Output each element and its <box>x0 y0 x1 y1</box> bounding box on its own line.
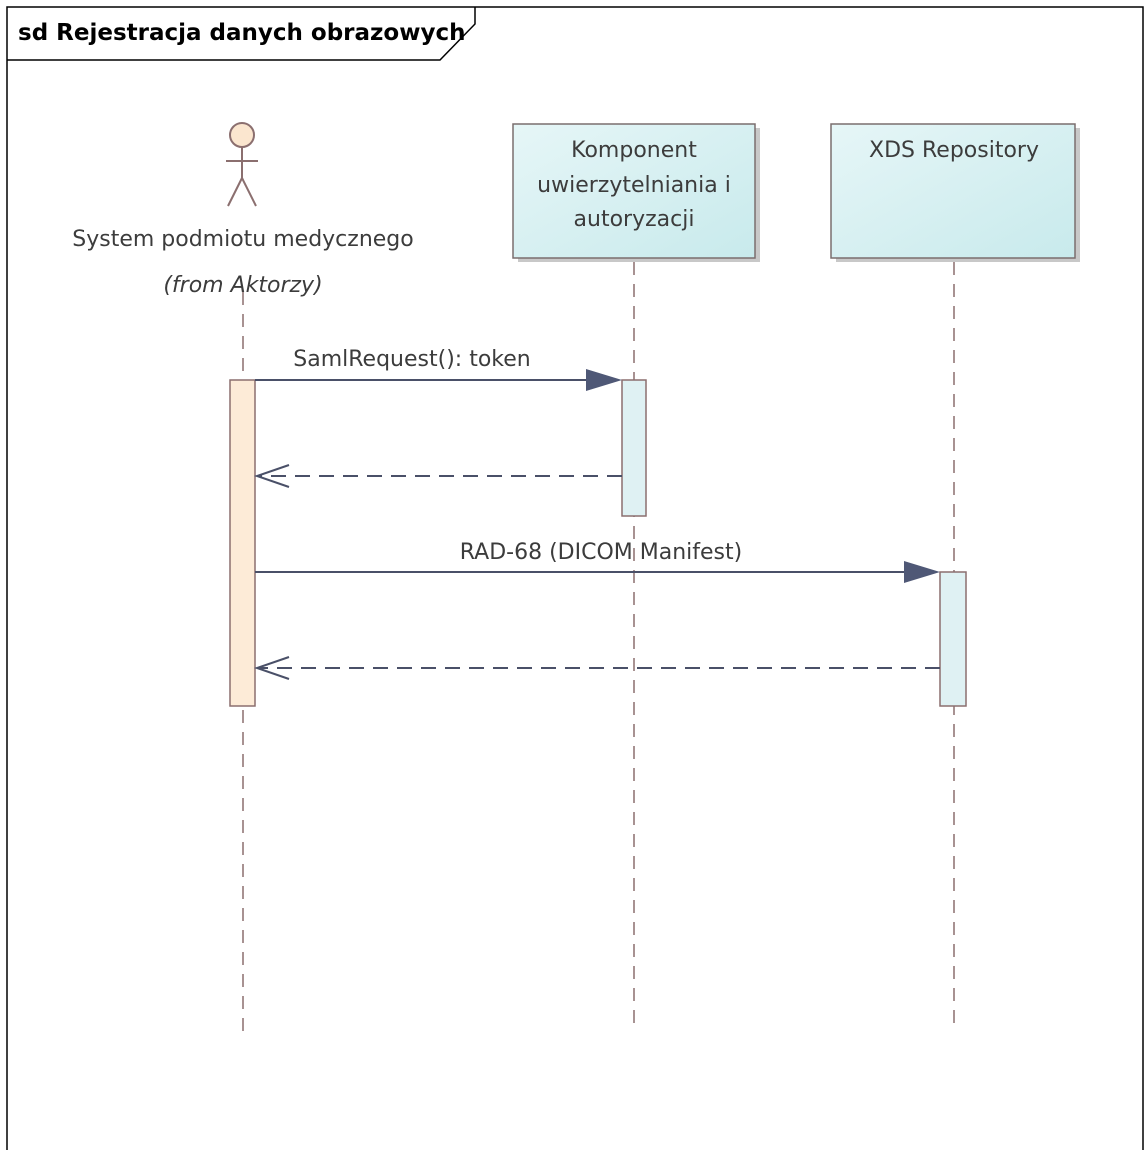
messages: SamlRequest(): token RAD-68 (DICOM Manif… <box>253 347 940 680</box>
auth-label-line-3: autoryzacji <box>574 207 695 232</box>
message-label: SamlRequest(): token <box>293 347 530 372</box>
message-label: RAD-68 (DICOM Manifest) <box>460 540 742 565</box>
actor-label: System podmiotu medycznego <box>72 227 413 252</box>
xds-label-line-1: XDS Repository <box>869 138 1039 163</box>
open-arrowhead-icon <box>253 656 290 680</box>
participant-xds: XDS Repository <box>830 123 1080 262</box>
diagram-frame: sd Rejestracja danych obrazowych <box>6 6 1144 1150</box>
message-return-auth <box>253 464 622 488</box>
actor-stick-figure-icon <box>226 122 258 207</box>
participant-actor: System podmiotu medycznego (from Aktorzy… <box>72 122 414 298</box>
message-return-xds <box>253 656 940 680</box>
activation-auth <box>621 379 647 517</box>
frame-title: sd Rejestracja danych obrazowych <box>18 20 465 46</box>
sync-arrowhead-icon <box>586 369 622 391</box>
activation-xds <box>939 571 967 707</box>
sync-arrowhead-icon <box>904 561 940 583</box>
auth-label-line-2: uwierzytelniania i <box>537 173 731 198</box>
participant-auth: Komponent uwierzytelniania i autoryzacji <box>512 123 760 262</box>
actor-sublabel: (from Aktorzy) <box>163 273 322 298</box>
activation-actor <box>229 379 256 707</box>
open-arrowhead-icon <box>253 464 290 488</box>
auth-box <box>512 123 756 259</box>
activations <box>229 379 967 707</box>
frame-title-tab <box>7 7 476 61</box>
message-rad-68: RAD-68 (DICOM Manifest) <box>255 540 940 583</box>
xds-box <box>830 123 1076 259</box>
auth-label-line-1: Komponent <box>571 138 697 163</box>
message-saml-request: SamlRequest(): token <box>255 347 622 391</box>
